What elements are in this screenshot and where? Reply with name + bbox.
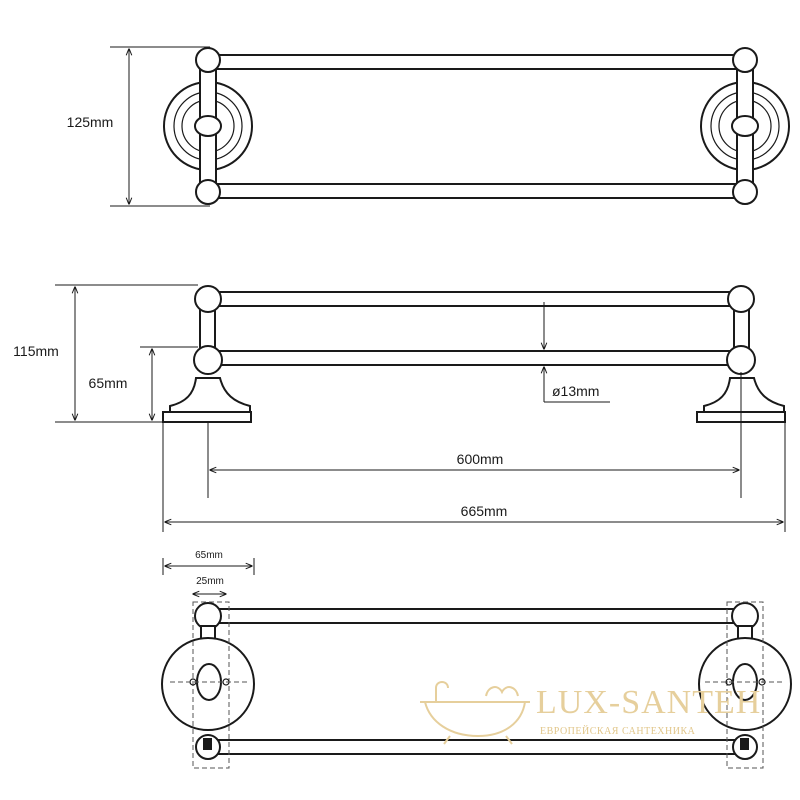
top-view: 125mm [67, 46, 790, 207]
watermark-brand: LUX-SANTEH [536, 684, 761, 721]
upper-rod [215, 608, 743, 624]
lower-rod [211, 183, 741, 199]
lower-rod [215, 350, 733, 366]
mount-keyhole [196, 663, 222, 701]
bathtub-icon [420, 681, 530, 745]
dimension-label-665: 665mm [461, 503, 508, 519]
bracket-base [169, 377, 251, 413]
dimension-label-65: 65mm [89, 375, 128, 391]
left-mount-plate [161, 601, 255, 769]
set-screw [740, 738, 749, 750]
wall-plate [162, 411, 252, 423]
side-view: ø13mm 115mm 65mm 600mm 665mm [13, 284, 786, 532]
upper-rod [211, 54, 741, 70]
lower-rod [215, 739, 743, 755]
rod-end-ball [732, 179, 758, 205]
bracket-joint [193, 345, 223, 375]
right-wall-bracket [700, 47, 790, 205]
rod-end-ball [732, 47, 758, 73]
dimension-label-600: 600mm [457, 451, 504, 467]
bracket-knob [194, 115, 222, 137]
rod-end-ball [194, 285, 222, 313]
mounting-view: 65mm 25mm [161, 550, 792, 769]
dimension-label-125: 125mm [67, 114, 114, 130]
bracket-base [703, 377, 785, 413]
rod-end-ball [727, 285, 755, 313]
rod-end-ball [195, 179, 221, 205]
bracket-joint [726, 345, 756, 375]
left-wall-bracket [163, 47, 253, 205]
left-bracket-side [162, 285, 252, 423]
bracket-knob [731, 115, 759, 137]
dimension-label-hole-spacing: 25mm [196, 576, 224, 587]
right-mount-plate [698, 601, 792, 769]
hidden-line-outline [726, 601, 764, 769]
dimension-label-base-width: 65mm [195, 550, 223, 561]
dimension-label-diameter: ø13mm [552, 383, 599, 399]
dimension-label-115: 115mm [13, 343, 59, 359]
upper-rod [215, 291, 741, 307]
watermark-tagline: ЕВРОПЕЙСКАЯ САНТЕХНИКА [540, 725, 696, 737]
watermark: LUX-SANTEH ЕВРОПЕЙСКАЯ САНТЕХНИКА [420, 681, 761, 745]
rod-end-ball [195, 47, 221, 73]
set-screw [203, 738, 212, 750]
